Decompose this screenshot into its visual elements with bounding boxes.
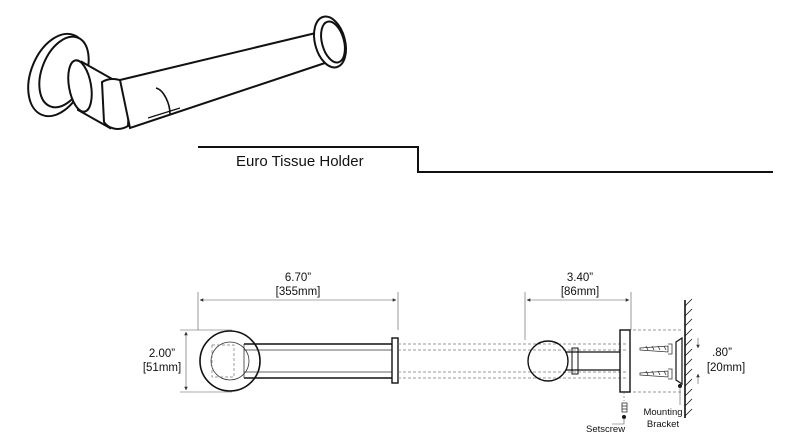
mounting-bracket-shape xyxy=(675,336,683,386)
side-view: 3.40” [86mm] xyxy=(524,272,745,435)
title-divider-line xyxy=(198,146,773,173)
mounting-bracket-label-line2: Bracket xyxy=(647,419,680,430)
mounting-screw-lower xyxy=(639,368,673,380)
flange-mm-label: [20mm] xyxy=(707,362,745,374)
projection-in-label: 3.40” xyxy=(567,272,593,284)
length-in-label: 6.70” xyxy=(285,272,311,284)
setscrew-label: Setscrew xyxy=(586,424,625,435)
height-mm-label: [51mm] xyxy=(143,362,181,374)
setscrew-icon xyxy=(621,402,628,413)
mounting-screw-upper xyxy=(639,343,673,355)
product-isometric-illustration xyxy=(27,15,347,130)
projection-hidden-lines xyxy=(398,329,682,393)
mounting-bracket-label-line1: Mounting xyxy=(643,407,682,418)
height-in-label: 2.00” xyxy=(149,348,175,360)
length-mm-label: [355mm] xyxy=(276,286,321,298)
flange-in-label: .80” xyxy=(712,347,732,359)
product-title: Euro Tissue Holder xyxy=(236,153,364,170)
projection-mm-label: [86mm] xyxy=(561,286,599,298)
front-view: 6.70” [355mm] 2.00” [51mm] xyxy=(143,272,399,393)
wall-hatch xyxy=(684,298,693,417)
